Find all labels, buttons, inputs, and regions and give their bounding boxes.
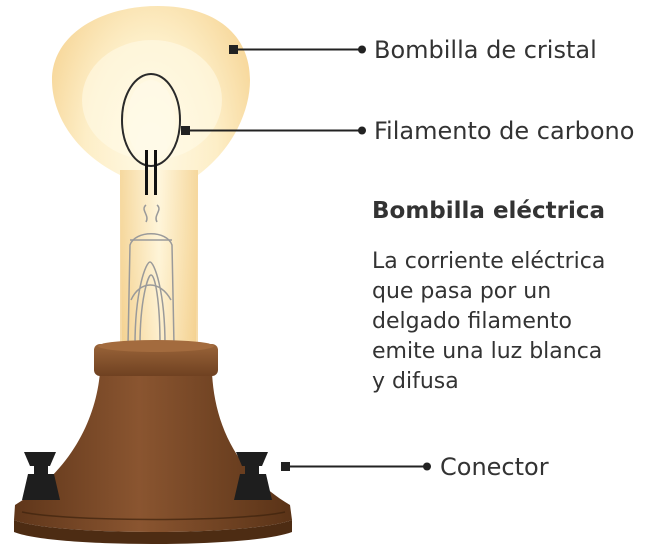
- description-line: delgado filamento: [372, 309, 572, 334]
- connector-right: [234, 452, 272, 500]
- label-connector: Conector: [440, 453, 549, 481]
- description-line: emite una luz blanca: [372, 339, 603, 364]
- label-glass-bulb: Bombilla de cristal: [374, 36, 597, 64]
- leader-connector: [281, 462, 431, 471]
- connector-left: [22, 452, 60, 500]
- label-carbon-filament: Filamento de carbono: [374, 117, 635, 145]
- description-line: y difusa: [372, 369, 459, 394]
- glass-stem: [127, 204, 175, 346]
- wooden-base: [14, 340, 292, 544]
- description-line: La corriente eléctrica: [372, 249, 606, 274]
- info-description: La corriente eléctrica que pasa por un d…: [372, 247, 605, 397]
- info-title: Bombilla eléctrica: [372, 198, 606, 224]
- carbon-filament: [121, 73, 181, 195]
- leader-bulb: [229, 45, 366, 54]
- glass-bulb: [52, 6, 250, 350]
- leader-filament: [181, 126, 366, 135]
- description-line: que pasa por un: [372, 279, 552, 304]
